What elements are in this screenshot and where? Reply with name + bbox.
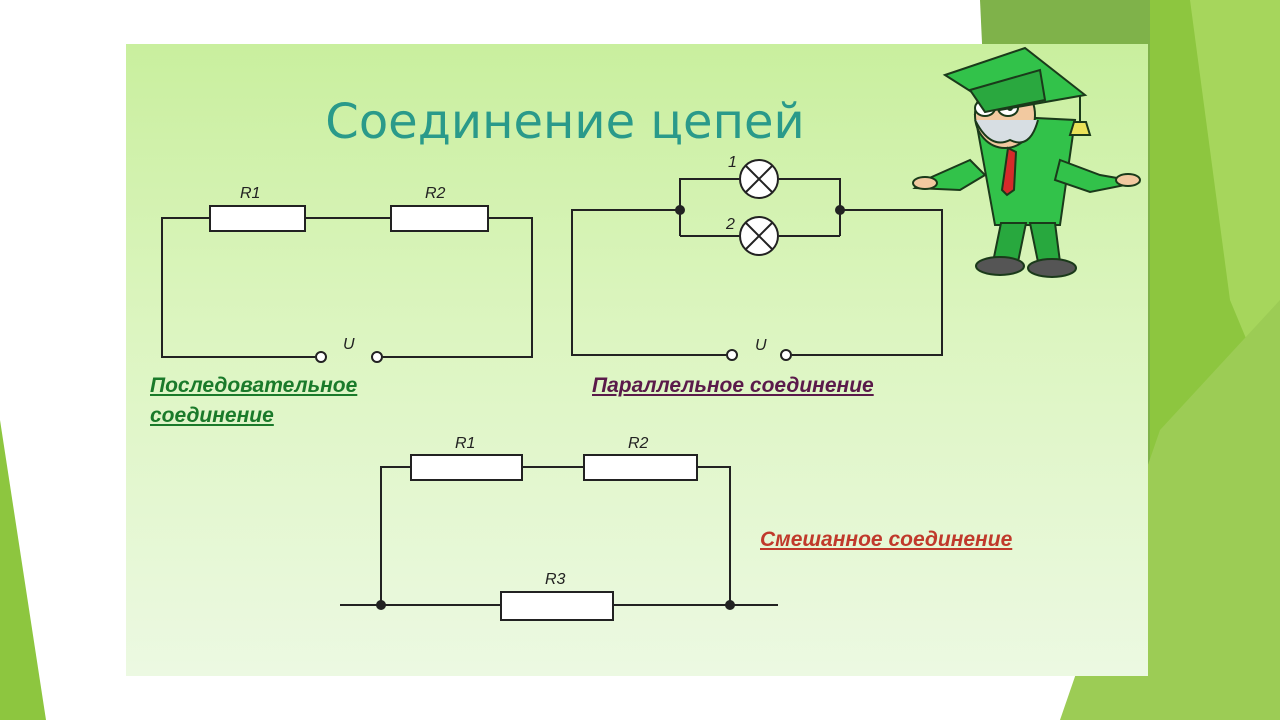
junction-dot (675, 205, 685, 215)
junction-dot (835, 205, 845, 215)
resistor (209, 205, 306, 232)
lamp-2-label: 2 (725, 216, 735, 233)
series-r2-label: R2 (425, 185, 446, 202)
terminal (315, 351, 327, 363)
mixed-connection-label: Смешанное соединение (760, 528, 1013, 551)
series-connection-label: Последовательное соединение (150, 374, 358, 427)
terminal (371, 351, 383, 363)
slide-title: Соединение цепей (325, 94, 805, 150)
slide-panel (126, 44, 1148, 676)
resistor (410, 454, 523, 481)
terminal (726, 349, 738, 361)
mixed-r2-label: R2 (628, 435, 649, 452)
series-u-label: U (343, 336, 355, 353)
junction-dot (376, 600, 386, 610)
series-circuit (161, 205, 533, 363)
lamp-1-label: 1 (728, 154, 737, 171)
resistor (390, 205, 489, 232)
professor-cartoon (912, 46, 1141, 278)
terminal (780, 349, 792, 361)
series-r1-label: R1 (240, 185, 260, 202)
mixed-circuit (340, 454, 778, 621)
parallel-connection-label: Параллельное соединение (592, 374, 874, 397)
mixed-r3-label: R3 (545, 571, 566, 588)
parallel-u-label: U (755, 337, 767, 354)
resistor (500, 591, 614, 621)
parallel-circuit (571, 159, 943, 361)
junction-dot (725, 600, 735, 610)
mixed-r1-label: R1 (455, 435, 475, 452)
resistor (583, 454, 698, 481)
